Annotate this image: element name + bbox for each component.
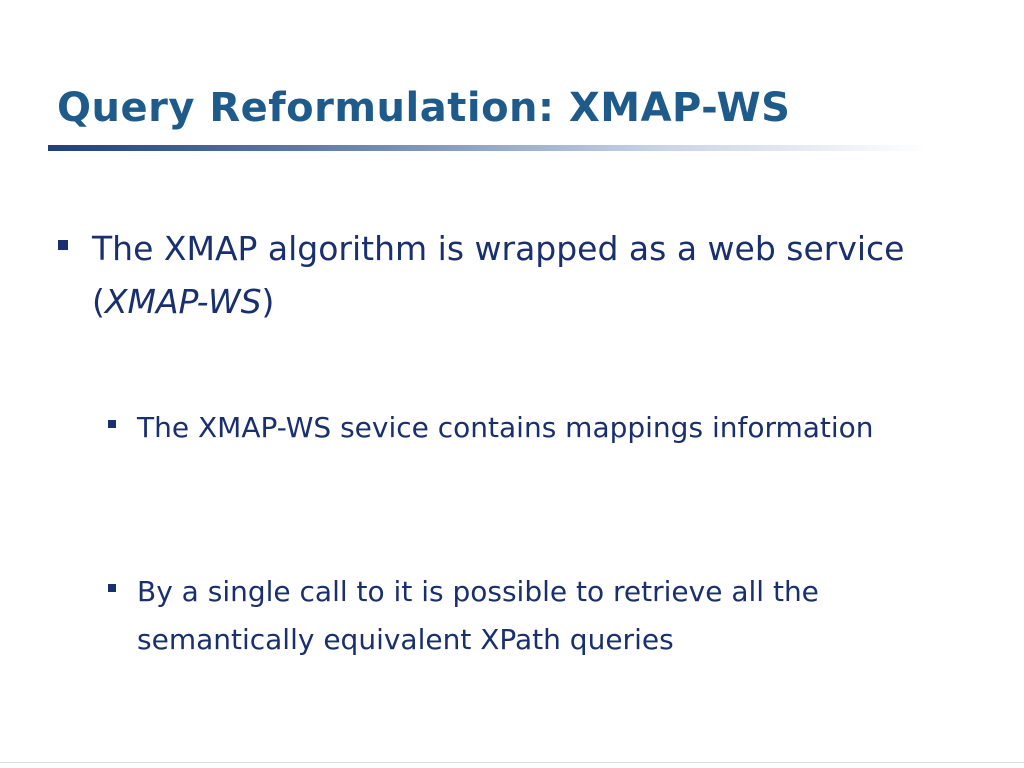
bullet-text-1-end: ) xyxy=(261,282,275,321)
square-bullet-icon xyxy=(108,420,116,428)
bullet-item-1: The XMAP algorithm is wrapped as a web s… xyxy=(58,222,938,328)
bullet-text-1-emphasis: XMAP-WS xyxy=(104,282,262,321)
sub-bullet-text-1: The XMAP-WS sevice contains mappings inf… xyxy=(137,411,874,444)
sub-bullet-item-1: The XMAP-WS sevice contains mappings inf… xyxy=(108,404,938,452)
sub-bullet-item-2: By a single call to it is possible to re… xyxy=(108,568,938,664)
square-bullet-icon xyxy=(58,240,68,250)
footer-divider xyxy=(0,762,1024,763)
sub-bullet-text-2: By a single call to it is possible to re… xyxy=(137,575,819,656)
square-bullet-icon xyxy=(108,584,116,592)
slide-title: Query Reformulation: XMAP-WS xyxy=(57,85,791,131)
bullet-text-1-start: The XMAP algorithm is wrapped as a web s… xyxy=(92,229,905,321)
bullet-text-1: The XMAP algorithm is wrapped as a web s… xyxy=(92,222,912,328)
title-underline xyxy=(48,145,928,151)
